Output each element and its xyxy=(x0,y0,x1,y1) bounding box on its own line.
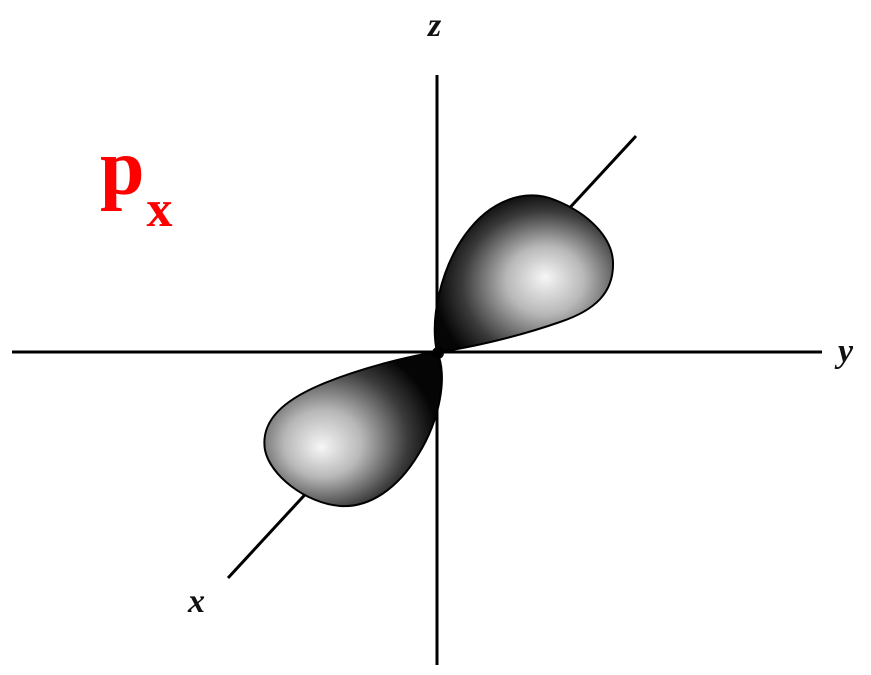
y-axis-label: y xyxy=(834,333,854,370)
z-axis-label: z xyxy=(427,7,442,44)
orbital-subscript: x xyxy=(146,181,173,238)
orbital-lobe-upper xyxy=(433,194,615,354)
orbital-label: px xyxy=(100,128,173,236)
origin-node xyxy=(432,347,444,359)
orbital-name: p xyxy=(100,124,145,212)
orbital-lobe-lower xyxy=(263,350,443,508)
x-axis-label: x xyxy=(187,583,205,620)
